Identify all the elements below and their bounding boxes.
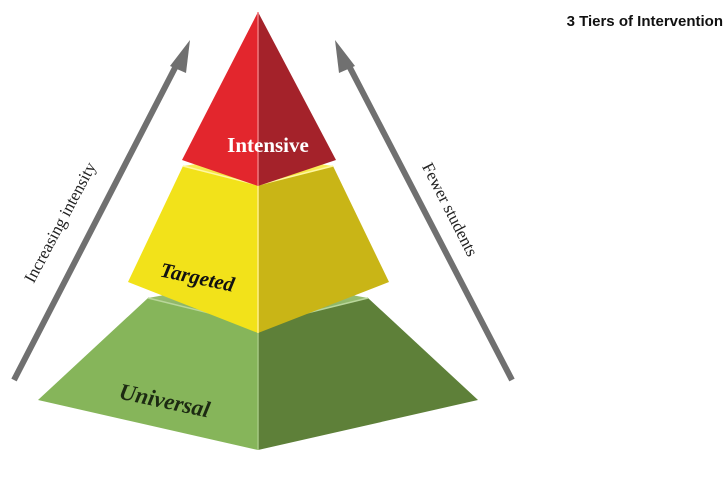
right-arrow xyxy=(335,40,515,382)
left-arrow xyxy=(11,40,190,382)
tier-label-intensive: Intensive xyxy=(227,133,309,157)
arrow-label-fewer-students: Fewer students xyxy=(418,160,481,260)
right-arrowhead-icon xyxy=(335,40,355,73)
tier-intensive xyxy=(182,12,336,186)
diagram-title: 3 Tiers of Intervention xyxy=(566,13,723,30)
arrow-label-increasing-intensity: Increasing intensity xyxy=(20,159,100,286)
left-arrowhead-icon xyxy=(170,40,190,73)
